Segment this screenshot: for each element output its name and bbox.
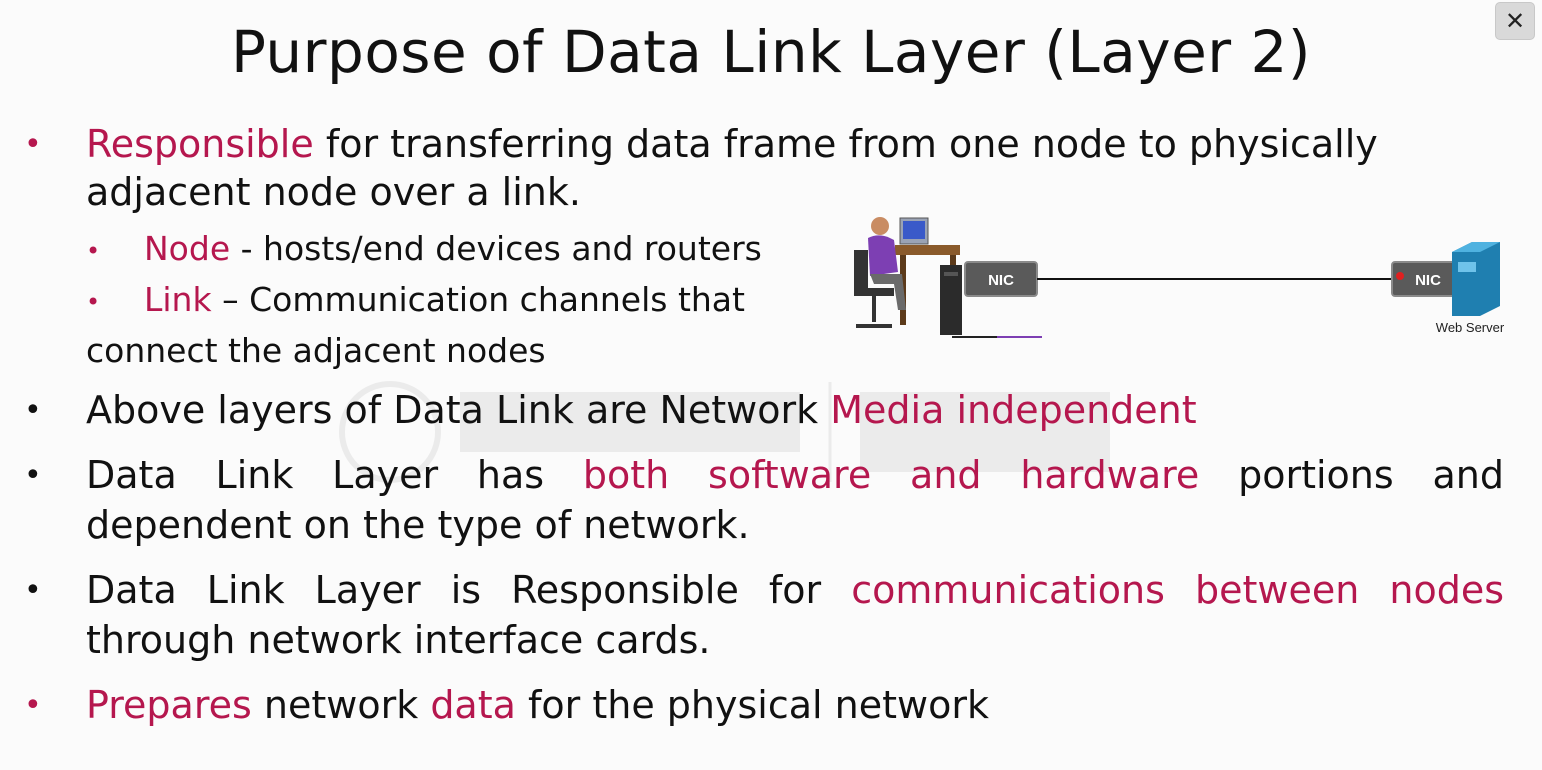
bullet-3-word: Data [86, 453, 177, 497]
bullet-5-text: for the physical network [528, 683, 989, 727]
sub-bullet-marker: • [86, 288, 101, 316]
bullet-3-accent-word: hardware [1020, 453, 1200, 497]
bullet-3-word: has [476, 453, 545, 497]
status-led-icon [1396, 272, 1404, 280]
bullet-marker: • [24, 458, 42, 493]
bullet-4-line-2: through network interface cards. [86, 618, 711, 662]
bullet-3-line-2: dependent on the type of network. [86, 503, 750, 547]
bullet-5-accent: data [430, 683, 516, 727]
computer-tower-icon [940, 265, 962, 335]
close-button[interactable]: ✕ [1495, 2, 1535, 40]
bullet-3-accent-word: both [582, 453, 670, 497]
bullet-4-accent: communications between nodes [851, 568, 1504, 612]
nic-left-label: NIC [988, 272, 1014, 289]
nic-right-label: NIC [1415, 272, 1441, 289]
bullet-3-word: portions [1238, 453, 1394, 497]
chair-icon [854, 250, 868, 290]
bullet-2-accent: Media independent [830, 388, 1197, 432]
person-icon [871, 217, 889, 235]
bullet-5-text: network [263, 683, 419, 727]
sub-bullet-node-accent: Node [144, 229, 231, 268]
sub-bullet-node: Node - hosts/end devices and routers [144, 229, 762, 268]
bullet-marker: • [24, 573, 42, 608]
bullet-3-word: Link [215, 453, 294, 497]
bullet-2: Above layers of Data Link are Network Me… [86, 388, 1197, 432]
bullet-1-text: for transferring data frame from one nod… [325, 122, 1378, 166]
bullet-1-accent: Responsible [86, 122, 314, 166]
sub-bullet-marker: • [86, 237, 101, 265]
close-icon: ✕ [1504, 7, 1526, 35]
bullet-1-line-1: Responsible for transferring data frame … [86, 122, 1378, 166]
desk-icon [895, 245, 960, 255]
bullet-3-accent-word: and [910, 453, 982, 497]
slide-title: Purpose of Data Link Layer (Layer 2) [230, 18, 1312, 86]
bullet-4-line-1: Data Link Layer is Responsible for commu… [86, 568, 1504, 612]
bullet-3-word: Layer [332, 453, 439, 497]
bullet-marker: • [24, 127, 42, 162]
bullet-5: Prepares network data for the physical n… [86, 683, 989, 727]
sub-bullet-node-text: - hosts/end devices and routers [240, 229, 762, 268]
sub-bullet-link-continuation: connect the adjacent nodes [86, 331, 546, 370]
bullet-5-accent: Prepares [86, 683, 252, 727]
sub-bullet-link-accent: Link [144, 280, 212, 319]
bullet-3-accent-word: software [708, 453, 872, 497]
bullet-1-line-2: adjacent node over a link. [86, 170, 581, 214]
network-diagram: NIC NIC Web Server [854, 217, 1505, 338]
bullet-3-word: and [1432, 453, 1505, 497]
bullet-marker: • [24, 688, 42, 723]
bullet-3-line-1: Data Link Layer has both software and ha… [86, 453, 1504, 497]
bullet-4-text: Data Link Layer is Responsible for [86, 568, 822, 612]
web-server-label: Web Server [1436, 320, 1505, 335]
sub-bullet-link-text: – Communication channels that [222, 280, 745, 319]
web-server-icon [1452, 242, 1500, 316]
bullet-2-text: Above layers of Data Link are Network [86, 388, 819, 432]
bullet-marker: • [24, 393, 42, 428]
sub-bullet-link: Link – Communication channels that [144, 280, 745, 319]
